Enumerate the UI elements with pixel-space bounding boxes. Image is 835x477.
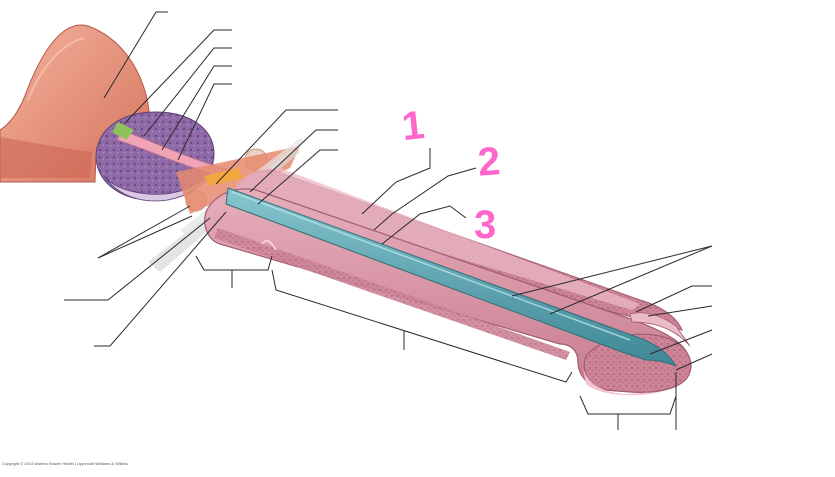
leader-left-1 — [64, 217, 211, 301]
leader-right-5 — [649, 329, 713, 355]
leader-membranous-2 — [249, 129, 338, 193]
corpus-cavernosum — [218, 168, 684, 331]
callout-number-2: 2 — [476, 139, 502, 185]
leader-prostate-4 — [177, 83, 232, 161]
leader-right-4 — [647, 305, 713, 317]
callout-number-3: 3 — [474, 203, 497, 247]
callout-number-1: 1 — [399, 102, 427, 150]
region-brackets — [195, 255, 677, 430]
copyright-notice: Copyright © 2014 Wolters Kluwer Health |… — [2, 461, 128, 466]
leader-bladder — [103, 11, 168, 99]
leader-right-3 — [635, 285, 712, 313]
leader-prostate-3 — [161, 65, 232, 151]
bracket-shaft — [271, 269, 573, 383]
leader-right-2 — [549, 245, 713, 315]
leader-membranous-1 — [215, 109, 338, 185]
bracket-glans — [579, 395, 677, 430]
leader-left-2 — [94, 211, 227, 347]
leader-prostate-1 — [123, 29, 232, 125]
leader-callout-2 — [373, 167, 477, 231]
leader-right-1 — [511, 245, 713, 297]
urethra — [225, 187, 678, 368]
bracket-bulb — [195, 255, 273, 288]
leader-callout-3 — [381, 205, 467, 245]
leader-prostate-2 — [143, 47, 232, 137]
leader-membranous-3 — [257, 149, 338, 205]
leader-right-6 — [675, 353, 713, 371]
leader-bulbourethral-b — [97, 215, 193, 259]
leader-bulbourethral — [97, 205, 191, 259]
leader-lines — [64, 11, 713, 371]
leader-callout-1 — [361, 148, 431, 215]
